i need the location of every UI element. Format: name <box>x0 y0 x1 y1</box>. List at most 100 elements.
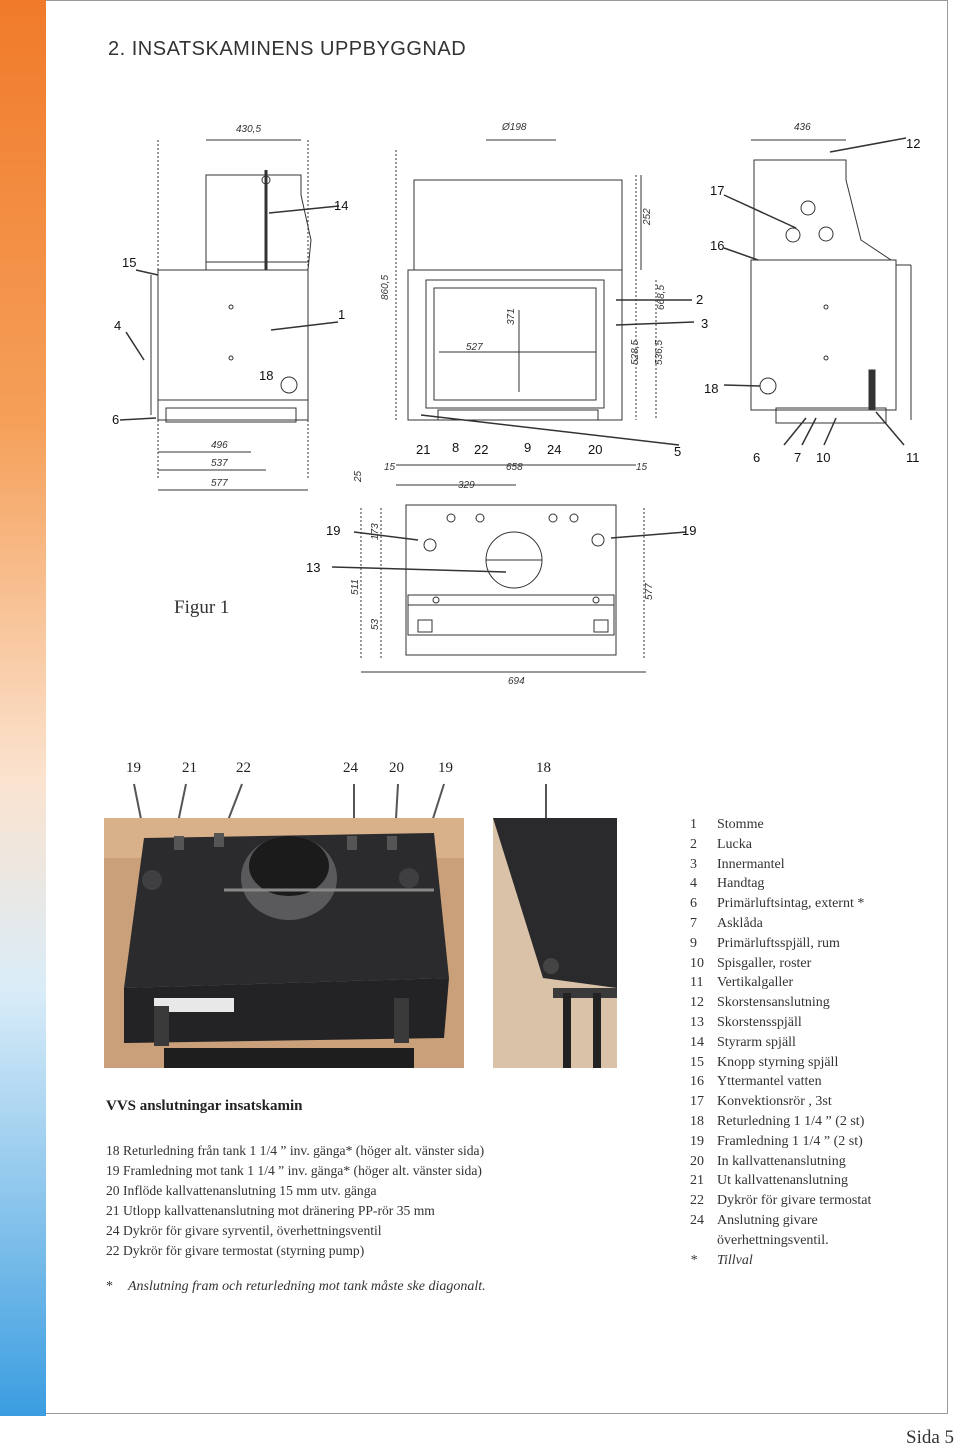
callout-14: 14 <box>334 198 348 213</box>
legend-number: 4 <box>690 876 697 892</box>
callout-12: 12 <box>906 136 920 151</box>
dim-430-5: 430,5 <box>236 124 261 135</box>
legend-number: 2 <box>690 836 697 852</box>
dim-511: 511 <box>350 579 361 595</box>
dim-537: 537 <box>211 458 228 469</box>
legend-item: 17 Konvektionsrör , 3st <box>690 1092 917 1112</box>
callout-15: 15 <box>122 255 136 270</box>
legend-number: 16 <box>690 1074 704 1090</box>
dim-252: 252 <box>642 208 653 226</box>
legend-text: Konvektionsrör , 3st <box>717 1094 832 1110</box>
dim-528-5: 528,5 <box>630 340 641 365</box>
callout-2: 2 <box>696 292 703 307</box>
legend-text: Anslutning givare överhettningsventil. <box>717 1212 829 1248</box>
footnote-text: Anslutning fram och returledning mot tan… <box>128 1279 486 1294</box>
photo-label-19a: 19 <box>126 760 141 776</box>
dim-527: 527 <box>466 342 483 353</box>
legend-item: 24 Anslutning givare överhettningsventil. <box>690 1211 917 1251</box>
top-view <box>331 504 687 673</box>
legend-text: Stomme <box>717 817 764 832</box>
legend-item: 10 Spisgaller, roster <box>690 954 917 974</box>
page-frame <box>46 0 948 1414</box>
footnote-star: * <box>106 1279 113 1294</box>
legend-number: 12 <box>690 995 704 1011</box>
legend-text: Asklåda <box>717 915 763 931</box>
legend-text: Tillval <box>717 1252 753 1268</box>
legend-text: Yttermantel vatten <box>717 1074 822 1090</box>
callout-18-left: 18 <box>259 368 273 383</box>
photo-stove-side <box>493 818 617 1068</box>
legend-text: Dykrör för givare termostat <box>717 1193 872 1209</box>
vvs-connection-list: 18 Returledning från tank 1 1/4 ” inv. g… <box>106 1141 484 1261</box>
dim-536-5: 536,5 <box>654 340 665 365</box>
dim-668-5: 668,5 <box>656 285 667 310</box>
photo-label-24: 24 <box>343 760 358 776</box>
callout-7: 7 <box>794 450 801 465</box>
legend-number: 15 <box>690 1054 704 1070</box>
callout-3: 3 <box>701 316 708 331</box>
figure-label: Figur 1 <box>174 597 230 618</box>
legend-number: 10 <box>690 955 704 971</box>
photo-label-22: 22 <box>236 760 251 776</box>
callout-19-top-right: 19 <box>682 523 696 538</box>
dim-329: 329 <box>458 480 475 491</box>
legend-number: 24 <box>690 1212 704 1228</box>
dim-25: 25 <box>353 470 364 483</box>
dim-173: 173 <box>370 523 381 540</box>
callout-9: 9 <box>524 440 531 455</box>
dim-496: 496 <box>211 440 228 451</box>
footnote: * Anslutning fram och returledning mot ta… <box>106 1279 486 1295</box>
legend-number: * <box>690 1252 697 1268</box>
vvs-title: VVS anslutningar insatskamin <box>106 1098 303 1114</box>
legend-number: 13 <box>690 1014 704 1030</box>
legend-text: Spisgaller, roster <box>717 955 812 971</box>
legend-text: Skorstensanslutning <box>717 995 830 1011</box>
legend-text: Handtag <box>717 876 765 892</box>
legend-text: Primärluftsspjäll, rum <box>717 935 840 951</box>
photo-callout-labels: 19 21 22 24 20 19 18 <box>0 760 960 782</box>
legend-item: * Tillval <box>690 1251 917 1271</box>
callout-5: 5 <box>674 444 681 459</box>
legend-number: 19 <box>690 1133 704 1149</box>
legend-text: Framledning 1 1/4 ” (2 st) <box>717 1133 863 1149</box>
callout-1: 1 <box>338 307 345 322</box>
callout-19-top-left: 19 <box>326 523 340 538</box>
photo-stove-top <box>104 818 464 1068</box>
right-side-view <box>723 137 912 446</box>
dim-577-top: 577 <box>644 583 655 600</box>
callout-18-right: 18 <box>704 381 718 396</box>
callout-4: 4 <box>114 318 121 333</box>
legend-number: 17 <box>690 1094 704 1110</box>
legend-text: Vertikalgaller <box>717 975 794 991</box>
dim-15-right: 15 <box>636 462 648 473</box>
section-heading: 2. INSATSKAMINENS UPPBYGGNAD <box>108 38 467 60</box>
technical-drawing: 430,5 496 537 577 14 15 1 4 18 6 Ø198 86… <box>112 122 920 687</box>
callout-17: 17 <box>710 183 724 198</box>
callout-20: 20 <box>588 442 602 457</box>
legend-item: 12 Skorstensanslutning <box>690 993 917 1013</box>
dim-577: 577 <box>211 478 228 489</box>
legend-number: 7 <box>690 915 697 931</box>
callout-8: 8 <box>452 440 459 455</box>
callout-13: 13 <box>306 560 320 575</box>
dim-371: 371 <box>506 308 517 325</box>
legend-number: 9 <box>690 935 697 951</box>
front-view <box>395 139 695 486</box>
left-side-view <box>119 139 340 491</box>
legend-item: 16 Yttermantel vatten <box>690 1072 917 1092</box>
legend-text: Ut kallvattenanslutning <box>717 1173 849 1189</box>
callout-10: 10 <box>816 450 830 465</box>
photo-label-18: 18 <box>536 760 551 776</box>
dim-15-left: 15 <box>384 462 396 473</box>
callout-21: 21 <box>416 442 430 457</box>
side-color-stripe <box>0 0 46 1416</box>
legend-item: 4 Handtag <box>690 874 917 894</box>
callout-6-right: 6 <box>753 450 760 465</box>
